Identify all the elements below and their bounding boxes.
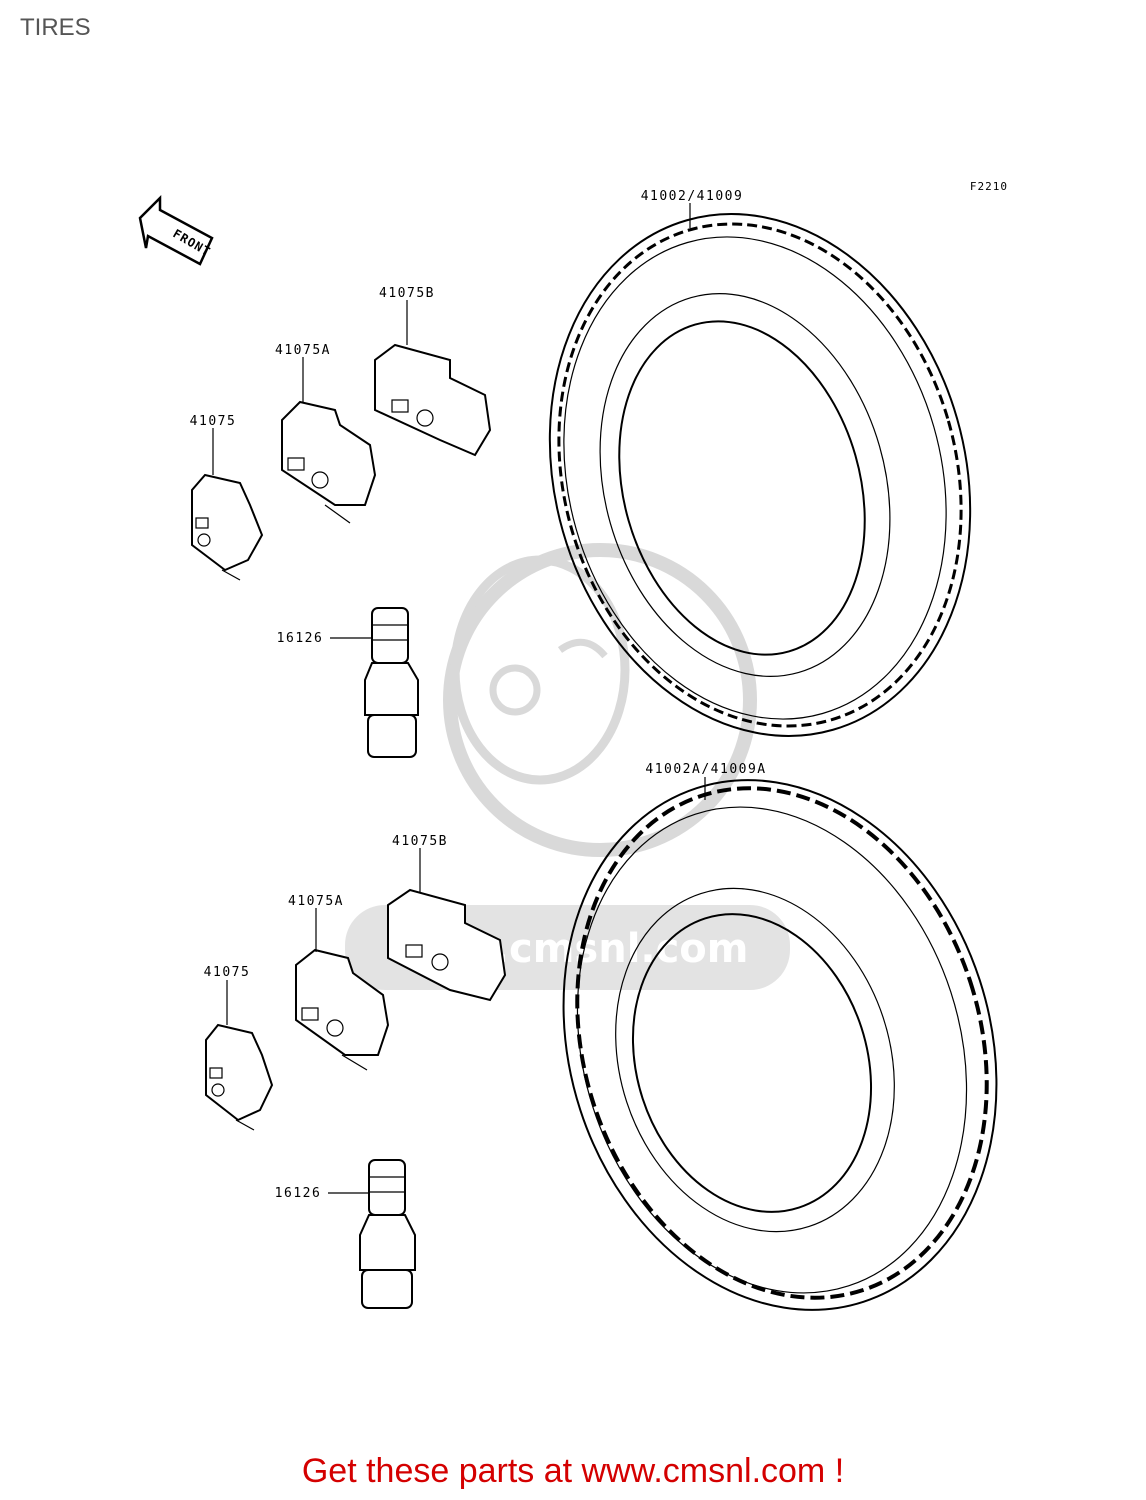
rear-valve-stem [359,1159,416,1309]
callout-rear-weight: 41075 [204,965,251,980]
front-balance-weight-41075a [281,400,377,524]
callout-rear-valve: 16126 [275,1186,322,1201]
callout-front-weight-b: 41075B [379,286,435,301]
callout-front-weight-a: 41075A [275,343,331,358]
callout-rear-weight-b: 41075B [392,834,448,849]
callout-front-weight: 41075 [190,414,237,429]
callout-front-valve: 16126 [277,631,324,646]
callout-rear-tire: 41002A/41009A [645,762,766,777]
footer-shop-link[interactable]: Get these parts at www.cmsnl.com ! [301,1452,845,1490]
page-title: TIRES [20,14,91,41]
front-valve-stem [364,607,419,758]
callout-front-tire: 41002/41009 [641,189,744,204]
rear-balance-weight-41075b [387,888,507,1002]
rear-tire [562,779,998,1311]
front-direction-arrow: FRONT [138,194,214,266]
front-balance-weight-41075b [374,343,492,457]
front-balance-weight-41075 [191,473,264,581]
callout-rear-weight-a: 41075A [288,894,344,909]
figure-ref: F2210 [970,180,1008,193]
front-tire [548,213,972,737]
rear-balance-weight-41075a [295,948,390,1071]
rear-balance-weight-41075 [205,1023,274,1131]
